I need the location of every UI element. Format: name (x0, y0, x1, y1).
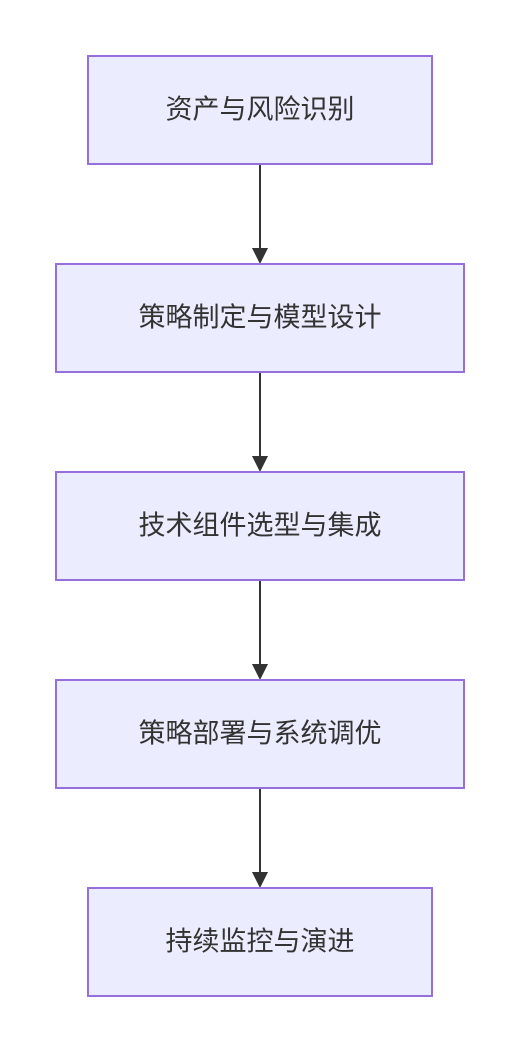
flow-node-deployment-tuning: 策略部署与系统调优 (55, 679, 465, 789)
flow-edge-1-to-2 (252, 164, 268, 264)
flow-edge-2-to-3 (252, 372, 268, 472)
arrowhead-icon (252, 664, 268, 680)
flow-node-monitoring-evolution: 持续监控与演进 (87, 887, 433, 997)
flow-node-label: 持续监控与演进 (166, 927, 355, 958)
flow-node-label: 策略制定与模型设计 (139, 303, 382, 334)
flow-node-policy-model-design: 策略制定与模型设计 (55, 263, 465, 373)
flow-edge-4-to-5 (252, 788, 268, 888)
flow-node-asset-risk-identification: 资产与风险识别 (87, 55, 433, 165)
arrowhead-icon (252, 248, 268, 264)
flow-node-label: 资产与风险识别 (166, 95, 355, 126)
flow-node-component-selection-integration: 技术组件选型与集成 (55, 471, 465, 581)
flow-edge-3-to-4 (252, 580, 268, 680)
arrowhead-icon (252, 872, 268, 888)
arrowhead-icon (252, 456, 268, 472)
flow-node-label: 技术组件选型与集成 (139, 511, 382, 542)
flow-node-label: 策略部署与系统调优 (139, 719, 382, 750)
